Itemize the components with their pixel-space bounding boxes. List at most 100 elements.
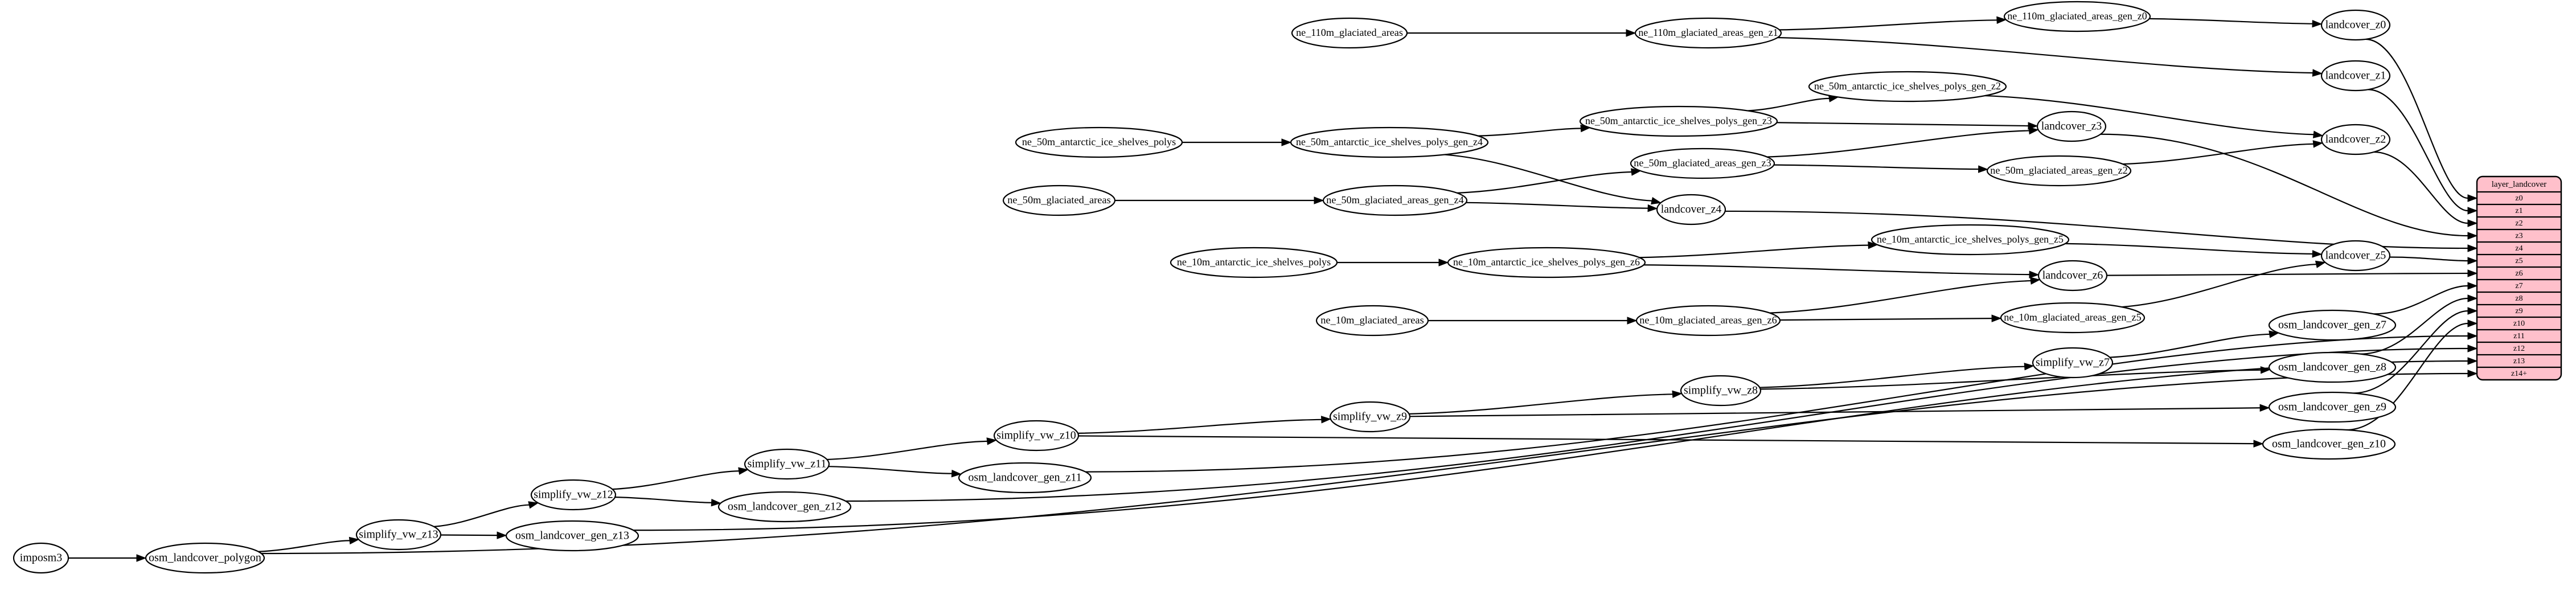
node-label: ne_110m_glaciated_areas_gen_z0 bbox=[2007, 10, 2147, 22]
node-label: ne_10m_glaciated_areas bbox=[1320, 314, 1424, 326]
node-landcover_z3[interactable]: landcover_z3 bbox=[2036, 110, 2107, 142]
node-simplify_vw_z10[interactable]: simplify_vw_z10 bbox=[993, 420, 1080, 452]
node-ellipse bbox=[1002, 184, 1116, 216]
edge-line bbox=[433, 504, 530, 527]
node-simplify_vw_z9[interactable]: simplify_vw_z9 bbox=[1329, 401, 1411, 433]
edge-arrowhead bbox=[2467, 207, 2478, 215]
table-row-z3[interactable]: z3 bbox=[2515, 232, 2522, 240]
edge-landcover_z3-to-layer_landcover.z3 bbox=[2100, 133, 2478, 240]
node-landcover_z6[interactable]: landcover_z6 bbox=[2037, 260, 2108, 292]
edge-arrowhead bbox=[711, 498, 721, 507]
node-ne_10m_antarctic_ice_shelves_polys_gen_z6[interactable]: ne_10m_antarctic_ice_shelves_polys_gen_z… bbox=[1447, 247, 1646, 278]
edge-arrowhead bbox=[2467, 332, 2478, 340]
node-landcover_z0[interactable]: landcover_z0 bbox=[2320, 9, 2391, 41]
table-row-z12[interactable]: z12 bbox=[2513, 345, 2525, 353]
table-row-z11[interactable]: z11 bbox=[2513, 332, 2525, 341]
node-ne_10m_antarctic_ice_shelves_polys[interactable]: ne_10m_antarctic_ice_shelves_polys bbox=[1170, 247, 1338, 278]
table-row-z0[interactable]: z0 bbox=[2515, 194, 2522, 203]
edge-arrowhead bbox=[1868, 241, 1878, 249]
node-ne_10m_glaciated_areas[interactable]: ne_10m_glaciated_areas bbox=[1315, 305, 1429, 337]
table-row-z13[interactable]: z13 bbox=[2513, 357, 2525, 366]
table-row-z9[interactable]: z9 bbox=[2515, 307, 2522, 315]
node-landcover_z5[interactable]: landcover_z5 bbox=[2320, 240, 2391, 272]
edge-osm_landcover_gen_z12-to-layer_landcover.z12 bbox=[846, 345, 2478, 502]
table-row-z5[interactable]: z5 bbox=[2515, 257, 2522, 265]
node-landcover_z2[interactable]: landcover_z2 bbox=[2320, 124, 2391, 155]
node-imposm3[interactable]: imposm3 bbox=[13, 542, 69, 574]
node-osm_landcover_gen_z11[interactable]: osm_landcover_gen_z11 bbox=[958, 462, 1092, 494]
node-osm_landcover_polygon[interactable]: osm_landcover_polygon bbox=[145, 542, 265, 574]
edge-osm_landcover_gen_z8-to-layer_landcover.z8 bbox=[2360, 294, 2478, 355]
edge-imposm3-to-osm_landcover_polygon bbox=[68, 554, 147, 562]
node-label: osm_landcover_gen_z9 bbox=[2278, 401, 2386, 413]
edge-simplify_vw_z12-to-simplify_vw_z11 bbox=[612, 467, 749, 490]
edge-line bbox=[1777, 36, 2313, 74]
node-ne_10m_glaciated_areas_gen_z5[interactable]: ne_10m_glaciated_areas_gen_z5 bbox=[2000, 302, 2146, 334]
edge-line bbox=[2122, 264, 2316, 308]
table-row-z6[interactable]: z6 bbox=[2515, 269, 2522, 278]
edge-ne_110m_glaciated_areas_gen_z1-to-landcover_z1 bbox=[1777, 36, 2323, 77]
node-landcover_z1[interactable]: landcover_z1 bbox=[2320, 60, 2391, 92]
node-ellipse bbox=[1656, 194, 1726, 225]
node-label: simplify_vw_z9 bbox=[1333, 411, 1407, 423]
edge-line bbox=[258, 540, 350, 552]
edge-osm_landcover_polygon-to-simplify_vw_z13 bbox=[258, 536, 360, 552]
node-simplify_vw_z11[interactable]: simplify_vw_z11 bbox=[744, 448, 830, 480]
node-osm_landcover_gen_z7[interactable]: osm_landcover_gen_z7 bbox=[2268, 309, 2397, 341]
node-osm_landcover_gen_z8[interactable]: osm_landcover_gen_z8 bbox=[2268, 351, 2397, 383]
table-row-z1[interactable]: z1 bbox=[2515, 207, 2522, 215]
edge-arrowhead bbox=[1996, 16, 2007, 24]
edge-arrowhead bbox=[1626, 29, 1636, 37]
node-ne_50m_antarctic_ice_shelves_polys_gen_z3[interactable]: ne_50m_antarctic_ice_shelves_polys_gen_z… bbox=[1579, 105, 1778, 137]
node-ellipse bbox=[1322, 184, 1468, 216]
node-simplify_vw_z7[interactable]: simplify_vw_z7 bbox=[2032, 347, 2114, 379]
edge-line bbox=[2110, 333, 2270, 358]
edge-ne_50m_antarctic_ice_shelves_polys_gen_z3-to-ne_50m_antarctic_ice_shelves_polys_gen_z2 bbox=[1748, 95, 1839, 112]
edge-line bbox=[2123, 143, 2314, 165]
node-ne_110m_glaciated_areas_gen_z0[interactable]: ne_110m_glaciated_areas_gen_z0 bbox=[2003, 1, 2151, 32]
node-ne_110m_glaciated_areas_gen_z1[interactable]: ne_110m_glaciated_areas_gen_z1 bbox=[1634, 17, 1782, 49]
layer-landcover-table: layer_landcoverz0z1z2z3z4z5z6z7z8z9z10z1… bbox=[2476, 175, 2562, 381]
node-ne_10m_glaciated_areas_gen_z6[interactable]: ne_10m_glaciated_areas_gen_z6 bbox=[1635, 305, 1781, 337]
table-row-z2[interactable]: z2 bbox=[2515, 219, 2522, 228]
node-landcover_z4[interactable]: landcover_z4 bbox=[1656, 194, 1726, 225]
edge-arrowhead bbox=[348, 536, 360, 545]
node-simplify_vw_z13[interactable]: simplify_vw_z13 bbox=[355, 519, 442, 551]
table-row-z4[interactable]: z4 bbox=[2515, 244, 2522, 253]
edge-line bbox=[612, 470, 739, 490]
node-ellipse bbox=[1290, 126, 1489, 158]
edge-arrowhead bbox=[528, 501, 539, 509]
edge-arrowhead bbox=[2467, 307, 2478, 315]
node-ne_50m_glaciated_areas_gen_z4[interactable]: ne_50m_glaciated_areas_gen_z4 bbox=[1322, 184, 1468, 216]
edge-line bbox=[2360, 297, 2468, 355]
node-osm_landcover_gen_z13[interactable]: osm_landcover_gen_z13 bbox=[505, 520, 639, 552]
node-ellipse bbox=[1170, 247, 1338, 278]
node-simplify_vw_z12[interactable]: simplify_vw_z12 bbox=[530, 479, 617, 511]
node-ne_50m_glaciated_areas_gen_z2[interactable]: ne_50m_glaciated_areas_gen_z2 bbox=[1986, 155, 2132, 187]
node-simplify_vw_z8[interactable]: simplify_vw_z8 bbox=[1680, 375, 1762, 407]
node-ne_10m_antarctic_ice_shelves_polys_gen_z5[interactable]: ne_10m_antarctic_ice_shelves_polys_gen_z… bbox=[1871, 224, 2070, 256]
edge-line bbox=[1779, 19, 1997, 31]
table-row-z14plus[interactable]: z14+ bbox=[2511, 370, 2527, 378]
node-ne_110m_glaciated_areas[interactable]: ne_110m_glaciated_areas bbox=[1291, 17, 1408, 49]
edge-line bbox=[1444, 154, 1652, 202]
node-ne_50m_antarctic_ice_shelves_polys[interactable]: ne_50m_antarctic_ice_shelves_polys bbox=[1015, 126, 1183, 158]
node-osm_landcover_gen_z9[interactable]: osm_landcover_gen_z9 bbox=[2268, 391, 2397, 423]
edge-arrowhead bbox=[2467, 282, 2478, 290]
node-ne_50m_antarctic_ice_shelves_polys_gen_z4[interactable]: ne_50m_antarctic_ice_shelves_polys_gen_z… bbox=[1290, 126, 1489, 158]
table-row-z10[interactable]: z10 bbox=[2513, 319, 2525, 328]
node-ellipse bbox=[993, 420, 1080, 452]
node-osm_landcover_gen_z12[interactable]: osm_landcover_gen_z12 bbox=[717, 491, 852, 523]
edge-line bbox=[1759, 366, 2025, 388]
node-ellipse bbox=[1986, 155, 2132, 187]
edge-arrowhead bbox=[2467, 370, 2478, 378]
node-ellipse bbox=[1329, 401, 1411, 433]
node-ne_50m_glaciated_areas_gen_z3[interactable]: ne_50m_glaciated_areas_gen_z3 bbox=[1630, 147, 1775, 179]
table-row-z7[interactable]: z7 bbox=[2515, 282, 2522, 290]
node-osm_landcover_gen_z10[interactable]: osm_landcover_gen_z10 bbox=[2262, 428, 2396, 460]
node-ne_50m_antarctic_ice_shelves_polys_gen_z2[interactable]: ne_50m_antarctic_ice_shelves_polys_gen_z… bbox=[1808, 71, 2007, 102]
edge-line bbox=[1457, 171, 1632, 194]
node-ne_50m_glaciated_areas[interactable]: ne_50m_glaciated_areas bbox=[1002, 184, 1116, 216]
table-row-z8[interactable]: z8 bbox=[2515, 294, 2522, 303]
edge-arrowhead bbox=[2029, 270, 2040, 278]
